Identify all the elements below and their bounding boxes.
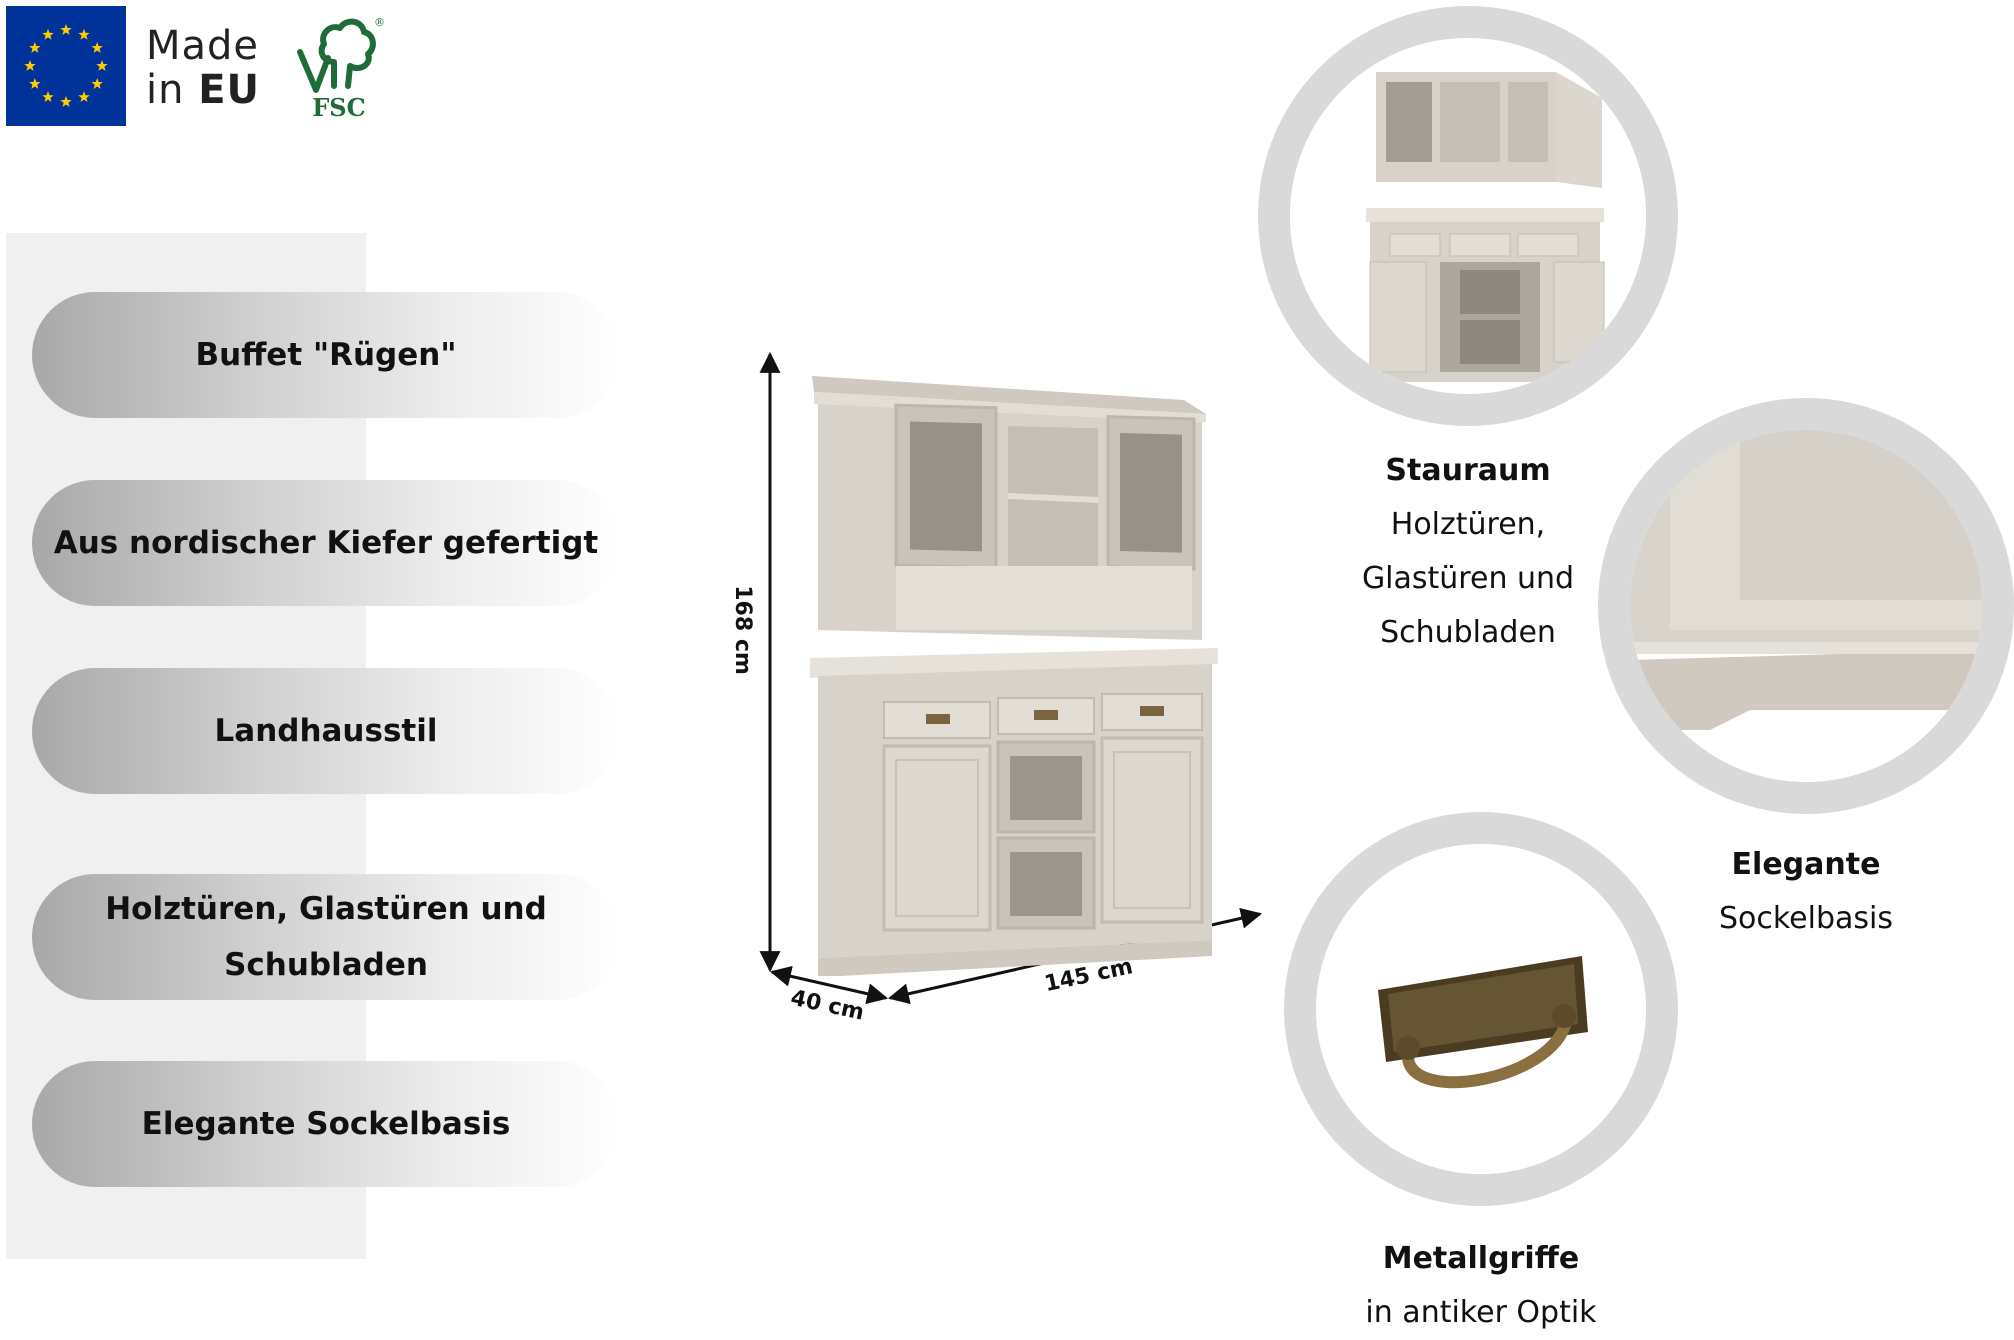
storage-line2: Glastüren und — [1361, 561, 1575, 596]
made-line2-prefix: in — [146, 67, 185, 113]
handle-line1: in antiker Optik — [1365, 1295, 1597, 1330]
eu-star-icon — [78, 91, 90, 103]
buffet-product-image: 168 cm 40 cm 145 cm — [730, 351, 1263, 1026]
fsc-logo: ® FSC — [294, 12, 385, 122]
depth-dimension-line — [769, 965, 889, 1005]
base-caption: Elegante Sockelbasis — [1656, 838, 1956, 946]
storage-detail-image — [1290, 38, 1646, 394]
base-detail-circle — [1598, 398, 2014, 814]
feature-label: Buffet "Rügen" — [195, 337, 457, 373]
eu-star-icon — [29, 42, 41, 53]
feature-label-block: Holztüren, Glastüren und Schubladen — [46, 881, 606, 993]
handle-detail-image — [1316, 844, 1646, 1174]
storage-caption: Stauraum Holztüren, Glastüren und Schubl… — [1318, 444, 1618, 660]
eu-star-icon — [42, 91, 54, 103]
made-line2-bold: EU — [198, 67, 260, 113]
eu-star-icon — [91, 42, 103, 53]
eu-star-icon — [96, 60, 108, 71]
feature-label: Elegante Sockelbasis — [141, 1106, 511, 1142]
storage-detail-circle — [1258, 6, 1678, 426]
eu-star-icon — [78, 28, 90, 40]
feature-label-line1: Holztüren, Glastüren und — [105, 891, 547, 927]
base-line1: Sockelbasis — [1718, 901, 1893, 936]
eu-star-icon — [42, 28, 54, 40]
feature-label-line2: Schubladen — [224, 947, 428, 983]
fsc-text: FSC — [312, 93, 365, 122]
feature-pill-doors: Holztüren, Glastüren und Schubladen — [32, 874, 620, 1000]
eu-star-icon — [24, 60, 36, 71]
storage-line1: Holztüren, — [1390, 507, 1546, 542]
made-line2: in EU — [146, 68, 260, 112]
feature-label: Landhausstil — [214, 713, 438, 749]
handle-detail-circle — [1284, 812, 1678, 1206]
storage-title: Stauraum — [1385, 453, 1551, 488]
feature-pill-base: Elegante Sockelbasis — [32, 1061, 620, 1187]
eu-star-icon — [60, 24, 72, 35]
made-in-eu-label: Made in EU — [146, 24, 260, 112]
handle-title: Metallgriffe — [1382, 1241, 1580, 1276]
base-detail-image — [1630, 430, 1982, 782]
feature-pill-name: Buffet "Rügen" — [32, 292, 620, 418]
feature-pill-style: Landhausstil — [32, 668, 620, 794]
base-title: Elegante — [1731, 847, 1881, 882]
storage-line3: Schubladen — [1380, 615, 1556, 650]
handle-caption: Metallgriffe in antiker Optik — [1306, 1232, 1656, 1340]
eu-star-icon — [91, 78, 103, 89]
height-dimension-label: 168 cm — [730, 585, 755, 675]
eu-star-icon — [29, 78, 41, 89]
eu-flag-icon — [6, 6, 126, 126]
feature-pill-material: Aus nordischer Kiefer gefertigt — [32, 480, 620, 606]
eu-star-icon — [60, 96, 72, 107]
fsc-registered-mark: ® — [374, 16, 384, 29]
feature-label: Aus nordischer Kiefer gefertigt — [53, 525, 599, 561]
made-line1: Made — [146, 23, 260, 69]
